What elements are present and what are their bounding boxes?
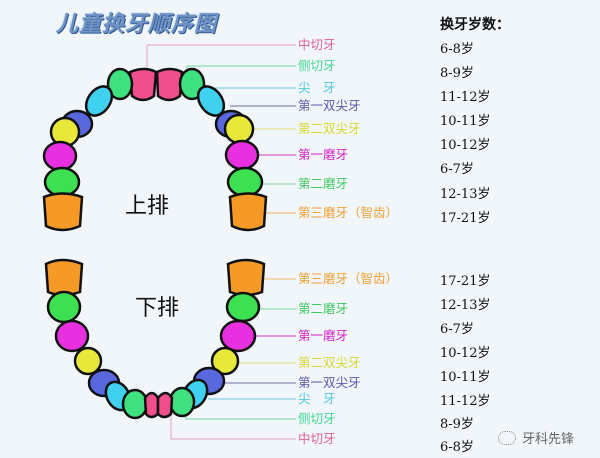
lower-age-1: 12-13岁 xyxy=(440,298,491,313)
upper-central-incisor-label: 中切牙 xyxy=(298,37,336,52)
upper-age-1: 8-9岁 xyxy=(440,66,474,81)
watermark-text: 牙科先锋 xyxy=(522,432,575,447)
upper-first-premolar-label: 第一双尖牙 xyxy=(298,98,361,113)
lower-age-3: 10-12岁 xyxy=(440,346,491,361)
lower-third-molar-label: 第三磨牙（智齿） xyxy=(298,271,399,286)
upper-third-molar-label: 第三磨牙（智齿） xyxy=(298,205,399,220)
lower-age-2: 6-7岁 xyxy=(440,322,474,337)
page-title: 儿童换牙顺序图 xyxy=(56,12,218,37)
lower-central-incisor-label: 中切牙 xyxy=(298,431,336,446)
upper-second-premolar-label: 第二双尖牙 xyxy=(298,121,361,136)
lower-first-molar-label: 第一磨牙 xyxy=(298,328,349,343)
lower-first-premolar-label: 第一双尖牙 xyxy=(298,375,361,390)
age-header: 换牙岁数： xyxy=(440,17,510,33)
upper-age-0: 6-8岁 xyxy=(440,42,474,57)
upper-second-molar-label: 第二磨牙 xyxy=(298,176,349,191)
upper-age-6: 12-13岁 xyxy=(440,187,491,202)
lower-lateral-incisor-label: 侧切牙 xyxy=(298,411,336,426)
lower-age-6: 8-9岁 xyxy=(440,417,474,432)
watermark: 牙科先锋 xyxy=(498,428,574,447)
lower-row-label: 下排 xyxy=(135,296,180,321)
upper-age-5: 6-7岁 xyxy=(440,162,474,177)
wechat-icon xyxy=(498,430,516,445)
upper-age-7: 17-21岁 xyxy=(440,211,491,226)
upper-lateral-incisor-label: 侧切牙 xyxy=(298,58,336,73)
lower-age-4: 10-11岁 xyxy=(440,370,491,385)
lower-canine-label: 尖 牙 xyxy=(298,391,336,406)
upper-canine-label: 尖 牙 xyxy=(298,80,336,95)
lower-second-premolar-label: 第二双尖牙 xyxy=(298,355,361,370)
lower-age-0: 17-21岁 xyxy=(440,274,491,289)
lower-age-5: 11-12岁 xyxy=(440,394,491,409)
upper-age-2: 11-12岁 xyxy=(440,90,491,105)
lower-second-molar-label: 第二磨牙 xyxy=(298,301,349,316)
lower-age-7: 6-8岁 xyxy=(440,440,474,455)
upper-age-3: 10-11岁 xyxy=(440,114,491,129)
upper-age-4: 10-12岁 xyxy=(440,138,491,153)
upper-first-molar-label: 第一磨牙 xyxy=(298,147,349,162)
upper-row-label: 上排 xyxy=(125,194,170,219)
